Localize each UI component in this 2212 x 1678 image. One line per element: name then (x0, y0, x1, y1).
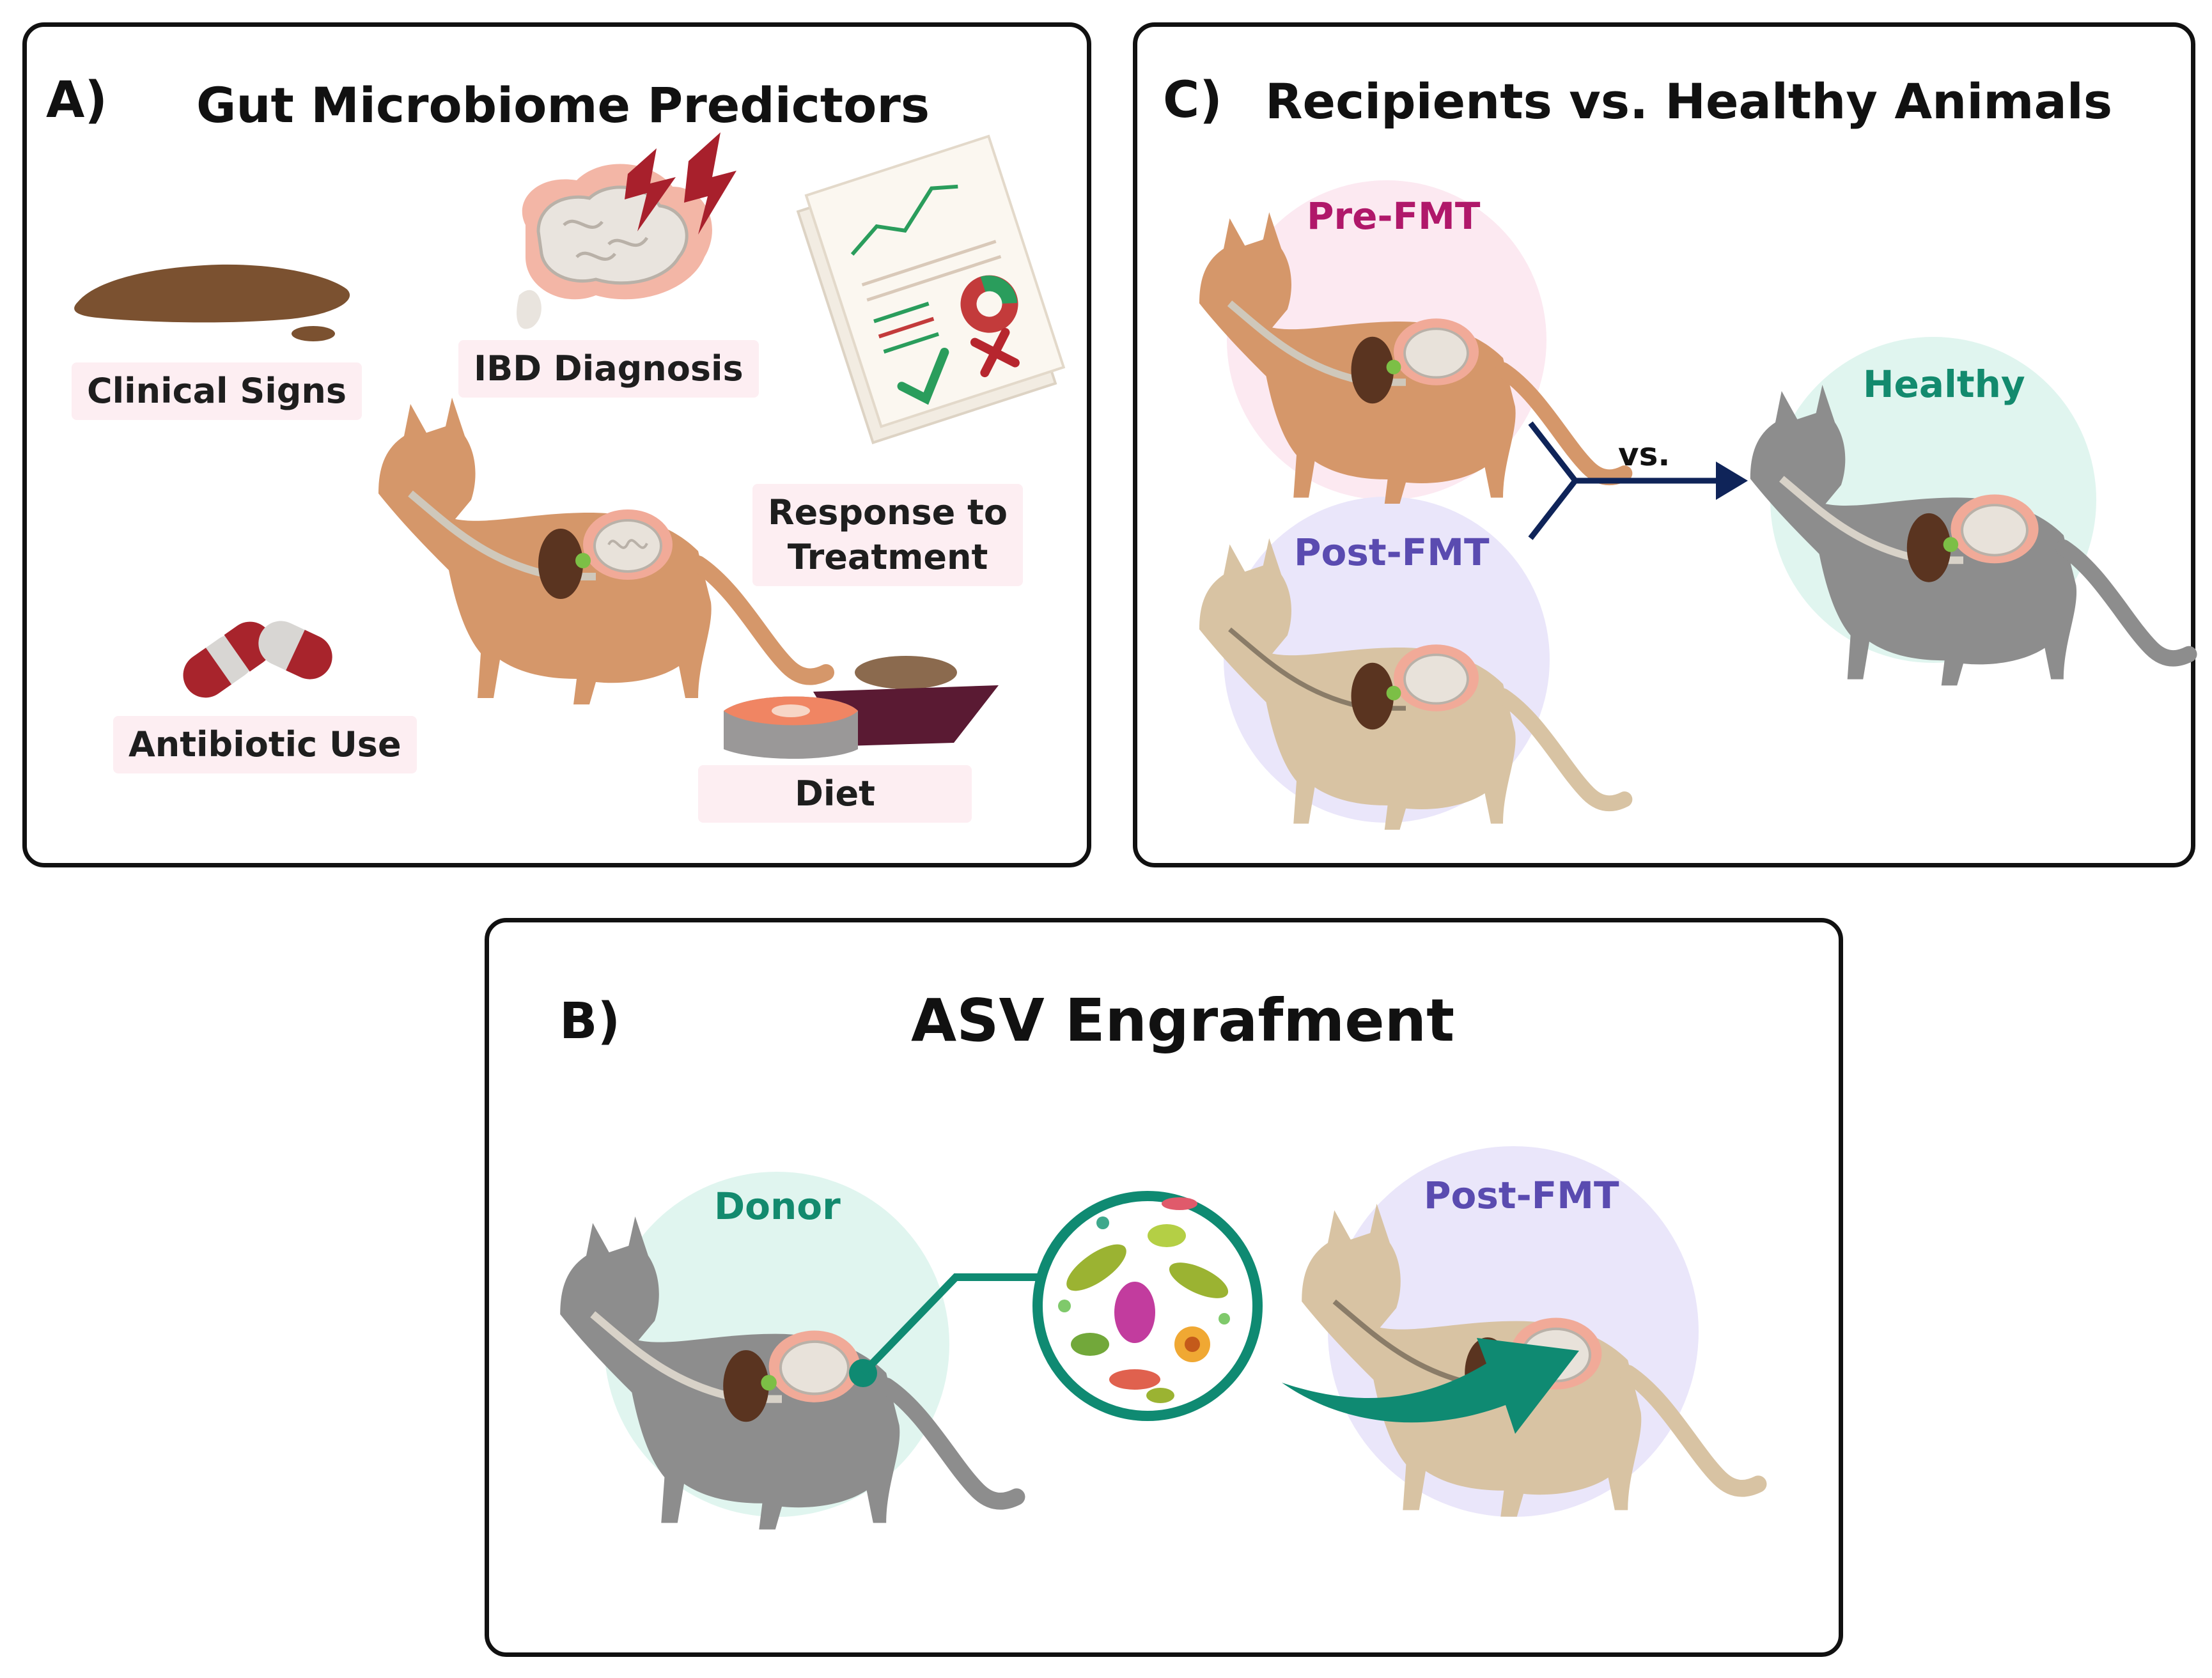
cat-post-fmt (1199, 538, 1633, 830)
panel-b-letter: B) (559, 993, 621, 1050)
cat-pre-fmt (1199, 212, 1633, 504)
ibd-lightning-icon (517, 132, 736, 329)
report-icon (796, 134, 1066, 444)
cat-healthy (1750, 385, 2197, 686)
panel-b-title: ASV Engrafment (911, 986, 1455, 1055)
cat-orange-center (378, 398, 834, 704)
label-healthy: Healthy (1863, 362, 2025, 406)
panel-a-letter: A) (46, 72, 108, 129)
panel-c-recipients-vs-healthy: C) Recipients vs. Healthy Animals (1133, 22, 2197, 867)
engraftment-arrow-icon (1282, 1338, 1579, 1434)
chip-clinical-signs: Clinical Signs (72, 362, 362, 420)
merge-arrow-icon (1528, 421, 1748, 540)
stool-icon (74, 264, 350, 341)
label-vs: vs. (1618, 436, 1671, 473)
salmon-icon (724, 696, 858, 759)
chip-diet: Diet (698, 765, 972, 823)
panel-b-illustrations (560, 1146, 1767, 1530)
label-pre-fmt: Pre-FMT (1307, 194, 1481, 238)
panel-b-asv-engraftment: B) ASV Engrafment (485, 918, 1843, 1657)
panel-a-gut-microbiome-predictors: A) Gut Microbiome Predictors (22, 22, 1091, 867)
microbe-connector (849, 1273, 1039, 1387)
microbes-circle-icon (1032, 1191, 1263, 1421)
panel-c-letter: C) (1163, 72, 1222, 129)
label-post-fmt: Post-FMT (1294, 531, 1490, 574)
antibiotic-pills-icon (183, 621, 332, 698)
chip-ibd-diagnosis: IBD Diagnosis (458, 340, 759, 398)
cat-donor (560, 1216, 1025, 1530)
label-post-fmt-b: Post-FMT (1424, 1174, 1619, 1217)
chip-response-to-treatment: Response to Treatment (752, 484, 1024, 586)
food-bowl-icon (813, 656, 999, 746)
panel-a-title: Gut Microbiome Predictors (196, 77, 930, 134)
panel-a-illustrations (74, 132, 1066, 759)
panel-c-illustrations (1199, 180, 2197, 830)
chip-antibiotic-use: Antibiotic Use (113, 716, 417, 773)
chip-response-line-1: Response to (768, 492, 1008, 532)
chip-response-line-2: Treatment (787, 537, 988, 577)
label-donor: Donor (714, 1185, 841, 1228)
panel-c-title: Recipients vs. Healthy Animals (1265, 73, 2113, 130)
